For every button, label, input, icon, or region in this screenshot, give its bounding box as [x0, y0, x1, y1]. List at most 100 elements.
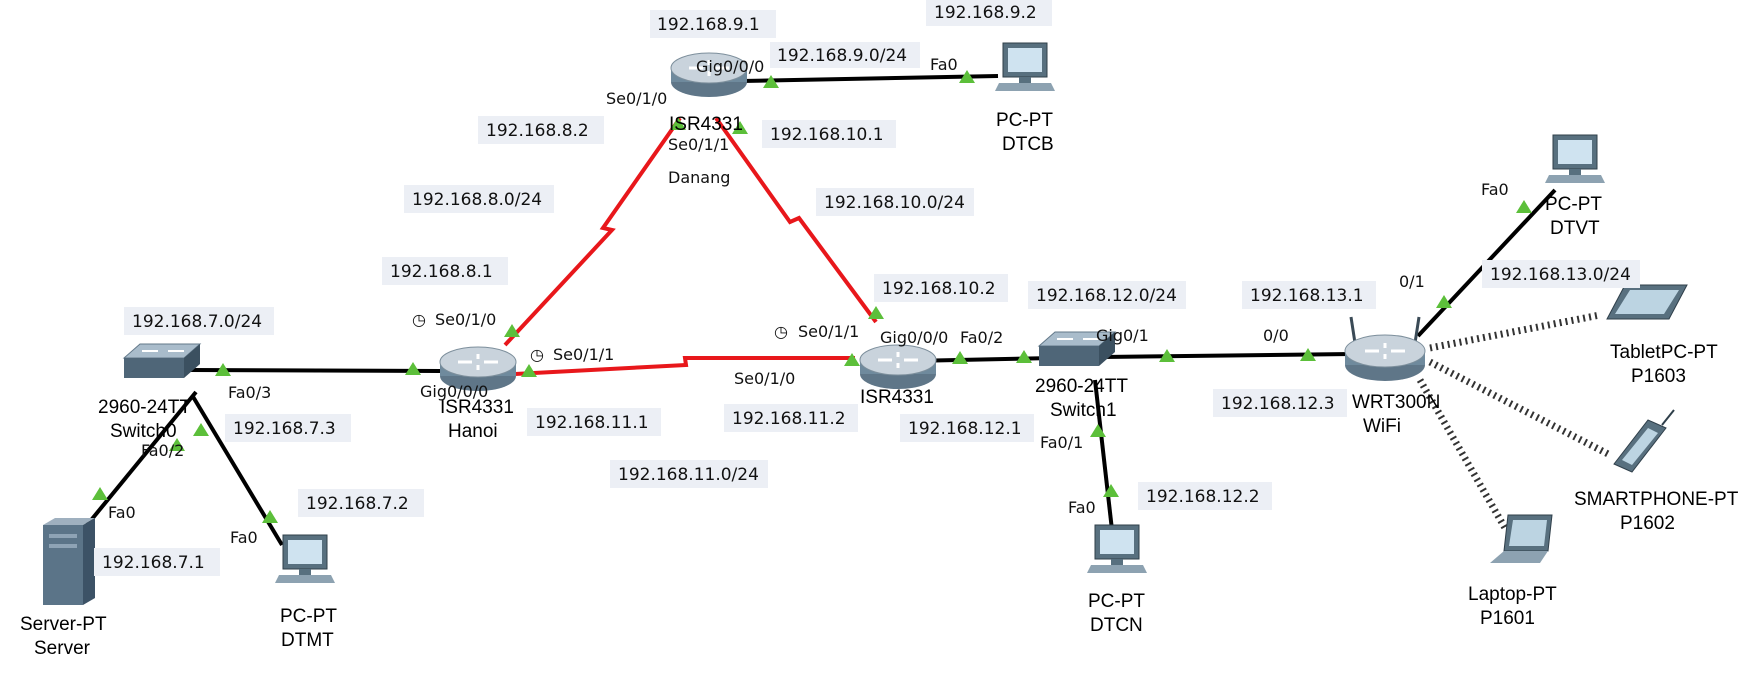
ip-label: 192.168.12.2 [1138, 482, 1272, 510]
svg-text:192.168.10.0/24: 192.168.10.0/24 [824, 193, 965, 213]
link-switch0-server[interactable] [81, 390, 198, 532]
wireless-link-p1603[interactable] [1429, 311, 1601, 352]
ip-label: 192.168.12.1 [900, 414, 1034, 442]
pc-icon[interactable] [1545, 134, 1605, 183]
p1601-model-label: Laptop-PT [1468, 584, 1557, 605]
link-switch0-hanoi[interactable] [189, 368, 441, 373]
dtvt-name-label: DTVT [1550, 218, 1600, 239]
serial-link-danang-router3[interactable] [714, 116, 878, 324]
switch-icon[interactable] [122, 343, 202, 378]
dtmt-model-label: PC-PT [280, 606, 337, 627]
serial-link-danang-hanoi[interactable] [503, 116, 682, 347]
network-label: 192.168.13.0/24 [1482, 260, 1640, 288]
port-label: Se0/1/0 [606, 89, 667, 108]
laptop-icon[interactable] [1490, 514, 1553, 563]
pc-icon[interactable] [1087, 524, 1147, 573]
svg-text:192.168.12.3: 192.168.12.3 [1221, 394, 1335, 414]
clock-icon: ◷ [412, 310, 426, 329]
link-up-marker [193, 423, 209, 436]
port-label: Fa0/1 [1040, 433, 1083, 452]
link-up-marker [521, 364, 537, 377]
network-label: 192.168.8.0/24 [404, 185, 554, 213]
svg-text:192.168.12.2: 192.168.12.2 [1146, 487, 1260, 507]
tablet-icon[interactable] [1606, 284, 1688, 320]
link-up-marker [504, 324, 520, 337]
link-up-marker [262, 510, 278, 523]
network-label: 192.168.11.0/24 [610, 460, 768, 488]
port-label: Gig0/0/0 [696, 57, 764, 76]
wireless-link-p1602[interactable] [1428, 358, 1612, 459]
link-up-marker [732, 121, 748, 134]
svg-text:192.168.12.0/24: 192.168.12.0/24 [1036, 286, 1177, 306]
pc-icon[interactable] [995, 42, 1055, 91]
p1602-model-label: SMARTPHONE-PT [1574, 489, 1739, 510]
dtcb-model-label: PC-PT [996, 110, 1053, 131]
svg-text:192.168.9.2: 192.168.9.2 [934, 3, 1037, 23]
switch1-name-label: Switch1 [1050, 400, 1117, 421]
link-up-marker [952, 351, 968, 364]
link-up-marker [959, 70, 975, 83]
svg-text:192.168.11.0/24: 192.168.11.0/24 [618, 465, 759, 485]
svg-text:192.168.9.0/24: 192.168.9.0/24 [777, 46, 907, 66]
ip-label: 192.168.8.1 [382, 257, 508, 285]
pc-icon[interactable] [275, 534, 335, 583]
device-labels: ISR4331 Danang ISR4331 Hanoi ISR4331 296… [20, 110, 1739, 659]
link-up-marker [868, 306, 884, 319]
network-label: 192.168.12.0/24 [1028, 281, 1186, 309]
wifi-name-label: WiFi [1363, 416, 1401, 437]
p1603-name-label: P1603 [1631, 366, 1686, 387]
link-danang-dtcb[interactable] [741, 74, 999, 83]
ip-label: 192.168.11.1 [527, 408, 661, 436]
danang-model-label: ISR4331 [669, 114, 743, 135]
svg-text:192.168.8.1: 192.168.8.1 [390, 262, 493, 282]
svg-text:192.168.10.2: 192.168.10.2 [882, 279, 996, 299]
svg-text:192.168.13.0/24: 192.168.13.0/24 [1490, 265, 1631, 285]
ip-label: 192.168.9.2 [926, 0, 1052, 26]
network-label: 192.168.9.0/24 [770, 42, 920, 68]
switch0-model-label: 2960-24TT [98, 397, 191, 418]
router-icon[interactable] [859, 344, 937, 389]
port-label: Gig0/0/0 [420, 382, 488, 401]
port-label: Se0/1/0 [734, 369, 795, 388]
ip-label: 192.168.7.3 [225, 414, 351, 442]
port-label: Fa0/2 [141, 441, 184, 460]
svg-text:192.168.7.3: 192.168.7.3 [233, 419, 336, 439]
svg-text:192.168.7.0/24: 192.168.7.0/24 [132, 312, 262, 332]
clock-icon: ◷ [530, 345, 544, 364]
ip-label: 192.168.11.2 [724, 404, 858, 432]
link-status-markers [92, 70, 1532, 523]
svg-text:192.168.11.2: 192.168.11.2 [732, 409, 846, 429]
port-label: 0/0 [1263, 326, 1289, 345]
switch-icon[interactable] [1037, 331, 1117, 366]
dtcb-name-label: DTCB [1002, 134, 1054, 155]
port-label: Gig0/0/0 [880, 328, 948, 347]
wifi-model-label: WRT300N [1352, 392, 1440, 413]
server-icon[interactable] [43, 518, 95, 605]
router-icon[interactable] [439, 346, 517, 391]
ip-label: 192.168.12.3 [1213, 389, 1347, 417]
link-up-marker [1436, 295, 1452, 308]
svg-text:192.168.7.1: 192.168.7.1 [102, 553, 205, 573]
link-up-marker [92, 487, 108, 500]
link-up-marker [1090, 424, 1106, 437]
port-label: Fa0 [230, 528, 258, 547]
switch1-model-label: 2960-24TT [1035, 376, 1128, 397]
wireless-link-p1601[interactable] [1416, 378, 1509, 530]
link-switch1-dtcn[interactable] [1093, 379, 1114, 531]
link-up-marker [1103, 484, 1119, 497]
svg-text:192.168.13.1: 192.168.13.1 [1250, 286, 1364, 306]
router-icon[interactable] [670, 52, 748, 97]
clock-icon: ◷ [774, 322, 788, 341]
wireless-router-icon[interactable] [1344, 316, 1426, 381]
svg-text:192.168.11.1: 192.168.11.1 [535, 413, 649, 433]
dtcn-model-label: PC-PT [1088, 591, 1145, 612]
link-switch1-wifi[interactable] [1101, 352, 1353, 359]
links [81, 74, 1612, 547]
smartphone-icon[interactable] [1613, 409, 1675, 473]
port-label: Fa0/3 [228, 383, 271, 402]
p1602-name-label: P1602 [1620, 513, 1675, 534]
serial-link-hanoi-router3[interactable] [514, 356, 855, 376]
ip-labels: 192.168.9.1 192.168.9.2 192.168.9.0/24 1… [94, 0, 1640, 576]
link-up-marker [1159, 349, 1175, 362]
